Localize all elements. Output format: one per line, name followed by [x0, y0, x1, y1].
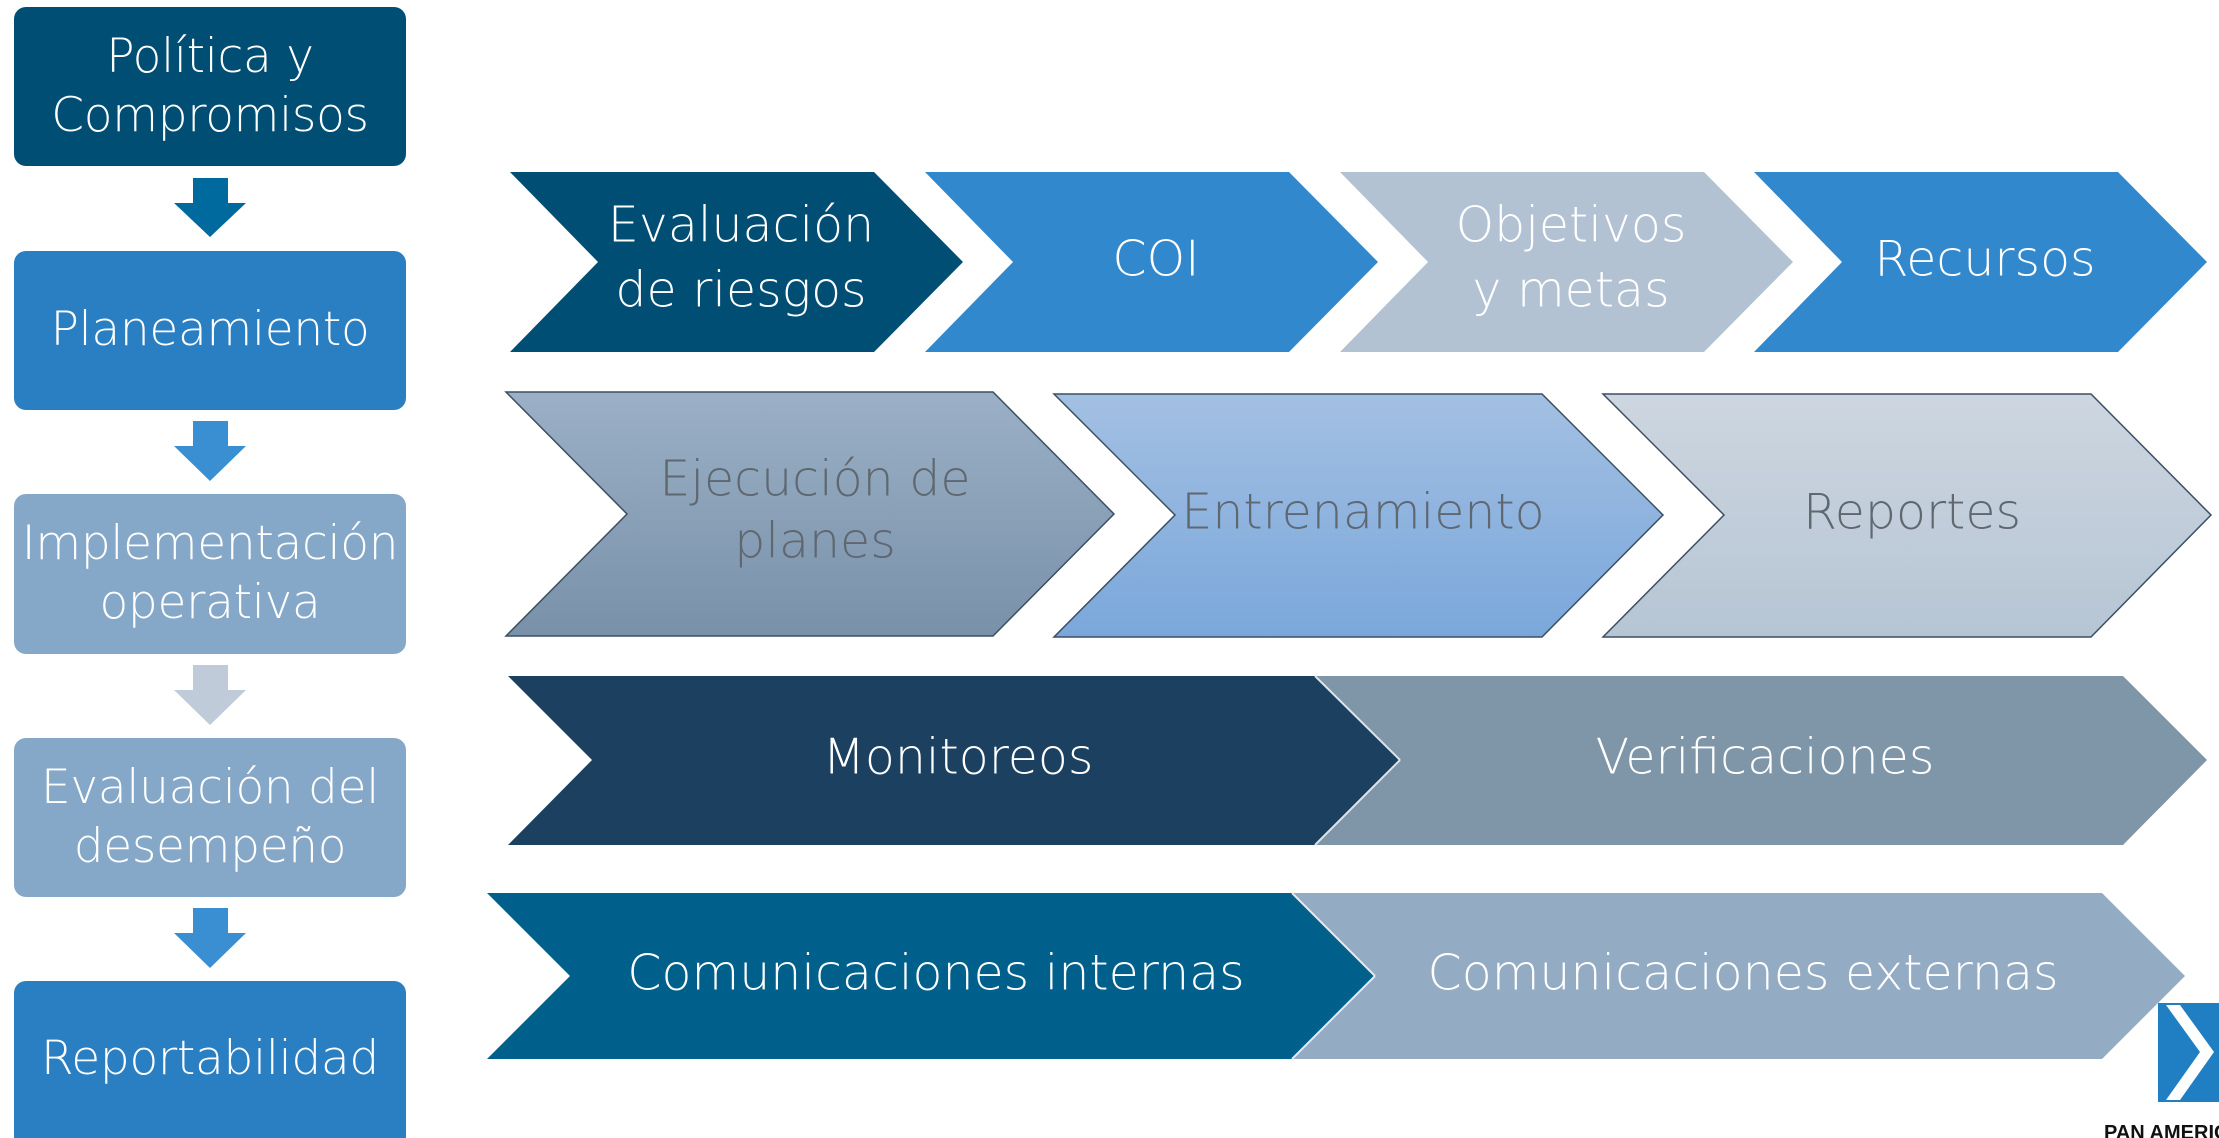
step-reportabilidad: Reportabilidad — [14, 981, 406, 1138]
chevron-label: Ejecución de — [659, 451, 970, 508]
chevron-verificaciones: Verificaciones — [1314, 675, 2207, 846]
chevron-label: y metas — [1472, 262, 1669, 319]
step-label: Planeamiento — [50, 302, 370, 358]
step-politica-compromisos: Política y Compromisos — [14, 7, 406, 166]
chevron-label: planes — [734, 513, 895, 570]
step-label: Reportabilidad — [41, 1031, 379, 1087]
chevron-objetivos-metas: Objetivos y metas — [1340, 172, 1793, 352]
chevron-entrenamiento: Entrenamiento — [1052, 393, 1665, 638]
chevron-recursos: Recursos — [1754, 172, 2207, 352]
step-label: Implementación operativa — [21, 516, 399, 630]
chevron-comunicaciones-externas: Comunicaciones externas — [1291, 892, 2185, 1060]
pan-american-logo-icon — [2158, 1003, 2219, 1102]
step-label: Evaluación del desempeño — [41, 759, 379, 874]
chevron-ejecucion-planes: Ejecución de planes — [504, 391, 1116, 637]
down-arrow-icon — [174, 421, 246, 481]
chevron-label: Comunicaciones externas — [1428, 945, 2059, 1002]
step-evaluacion-desempeno: Evaluación del desempeño — [14, 738, 406, 897]
down-arrow-icon — [174, 178, 246, 237]
down-arrow-icon — [174, 665, 246, 725]
chevron-label: Comunicaciones internas — [627, 945, 1244, 1002]
down-arrow-icon — [174, 908, 246, 968]
chevron-label: Reportes — [1803, 484, 2021, 541]
chevron-label: Monitoreos — [823, 729, 1094, 786]
chevron-comunicaciones-internas: Comunicaciones internas — [487, 893, 1375, 1059]
chevron-label: COI — [1112, 231, 1199, 288]
chevron-reportes: Reportes — [1601, 393, 2213, 638]
step-planeamiento: Planeamiento — [14, 251, 406, 410]
chevron-label: Entrenamiento — [1181, 484, 1544, 541]
chevron-evaluacion-riesgos: Evaluación de riesgos — [510, 172, 963, 352]
step-implementacion-operativa: Implementación operativa — [14, 494, 406, 654]
logo-text: PAN AMERICAN — [2104, 1122, 2219, 1138]
step-label: Política y Compromisos — [51, 28, 369, 143]
chevron-label: Evaluación — [608, 197, 874, 254]
chevron-label: Recursos — [1874, 231, 2095, 288]
chevron-monitoreos: Monitoreos — [508, 676, 1400, 845]
chevron-label: Objetivos — [1456, 197, 1687, 254]
chevron-coi: COI — [925, 172, 1378, 352]
chevron-label: Verificaciones — [1596, 729, 1935, 786]
chevron-label: de riesgos — [615, 262, 866, 319]
